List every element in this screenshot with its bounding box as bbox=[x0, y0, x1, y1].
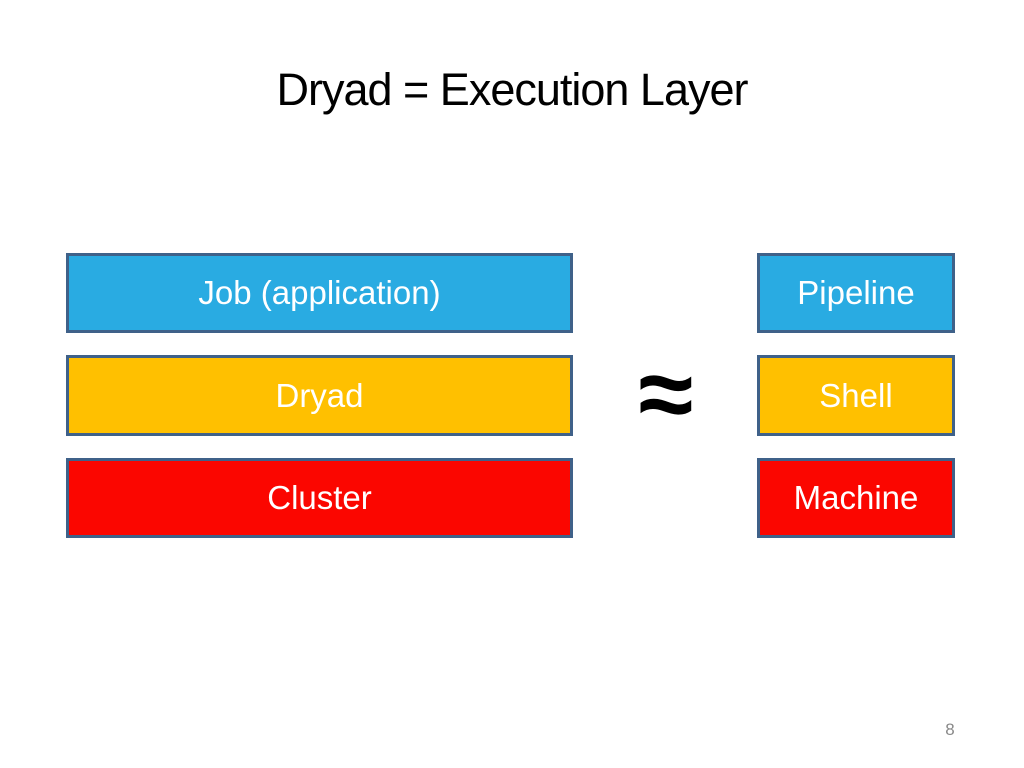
box-job-application: Job (application) bbox=[66, 253, 573, 333]
box-cluster-label: Cluster bbox=[267, 479, 372, 516]
box-machine: Machine bbox=[757, 458, 955, 538]
approximately-equal-symbol: ≈ bbox=[638, 338, 694, 450]
box-shell: Shell bbox=[757, 355, 955, 436]
box-pipeline: Pipeline bbox=[757, 253, 955, 333]
page-number: 8 bbox=[945, 720, 955, 739]
box-dryad: Dryad bbox=[66, 355, 573, 436]
box-shell-label: Shell bbox=[819, 376, 893, 414]
box-machine-label: Machine bbox=[793, 479, 919, 516]
box-cluster: Cluster bbox=[66, 458, 573, 538]
box-job-application-label: Job (application) bbox=[198, 274, 441, 311]
box-pipeline-label: Pipeline bbox=[797, 274, 915, 311]
box-dryad-label: Dryad bbox=[275, 376, 364, 414]
slide-title: Dryad = Execution Layer bbox=[276, 64, 748, 115]
